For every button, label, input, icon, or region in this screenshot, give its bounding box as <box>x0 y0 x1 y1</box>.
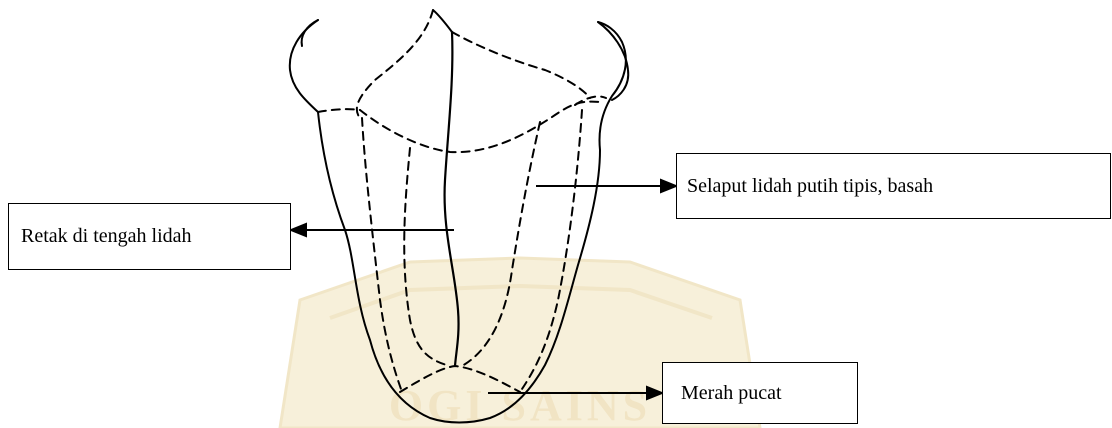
label-merah-box: Merah pucat <box>662 362 858 424</box>
watermark-text: OGI SAINS <box>389 381 651 428</box>
label-retak-box: Retak di tengah lidah <box>8 203 291 270</box>
label-merah-text: Merah pucat <box>681 382 782 405</box>
label-selaput-text: Selaput lidah putih tipis, basah <box>687 175 933 198</box>
arrow-selaput-head <box>661 180 676 192</box>
arrow-retak-head <box>291 224 306 236</box>
label-selaput-box: Selaput lidah putih tipis, basah <box>676 153 1111 219</box>
label-retak-text: Retak di tengah lidah <box>21 225 192 248</box>
